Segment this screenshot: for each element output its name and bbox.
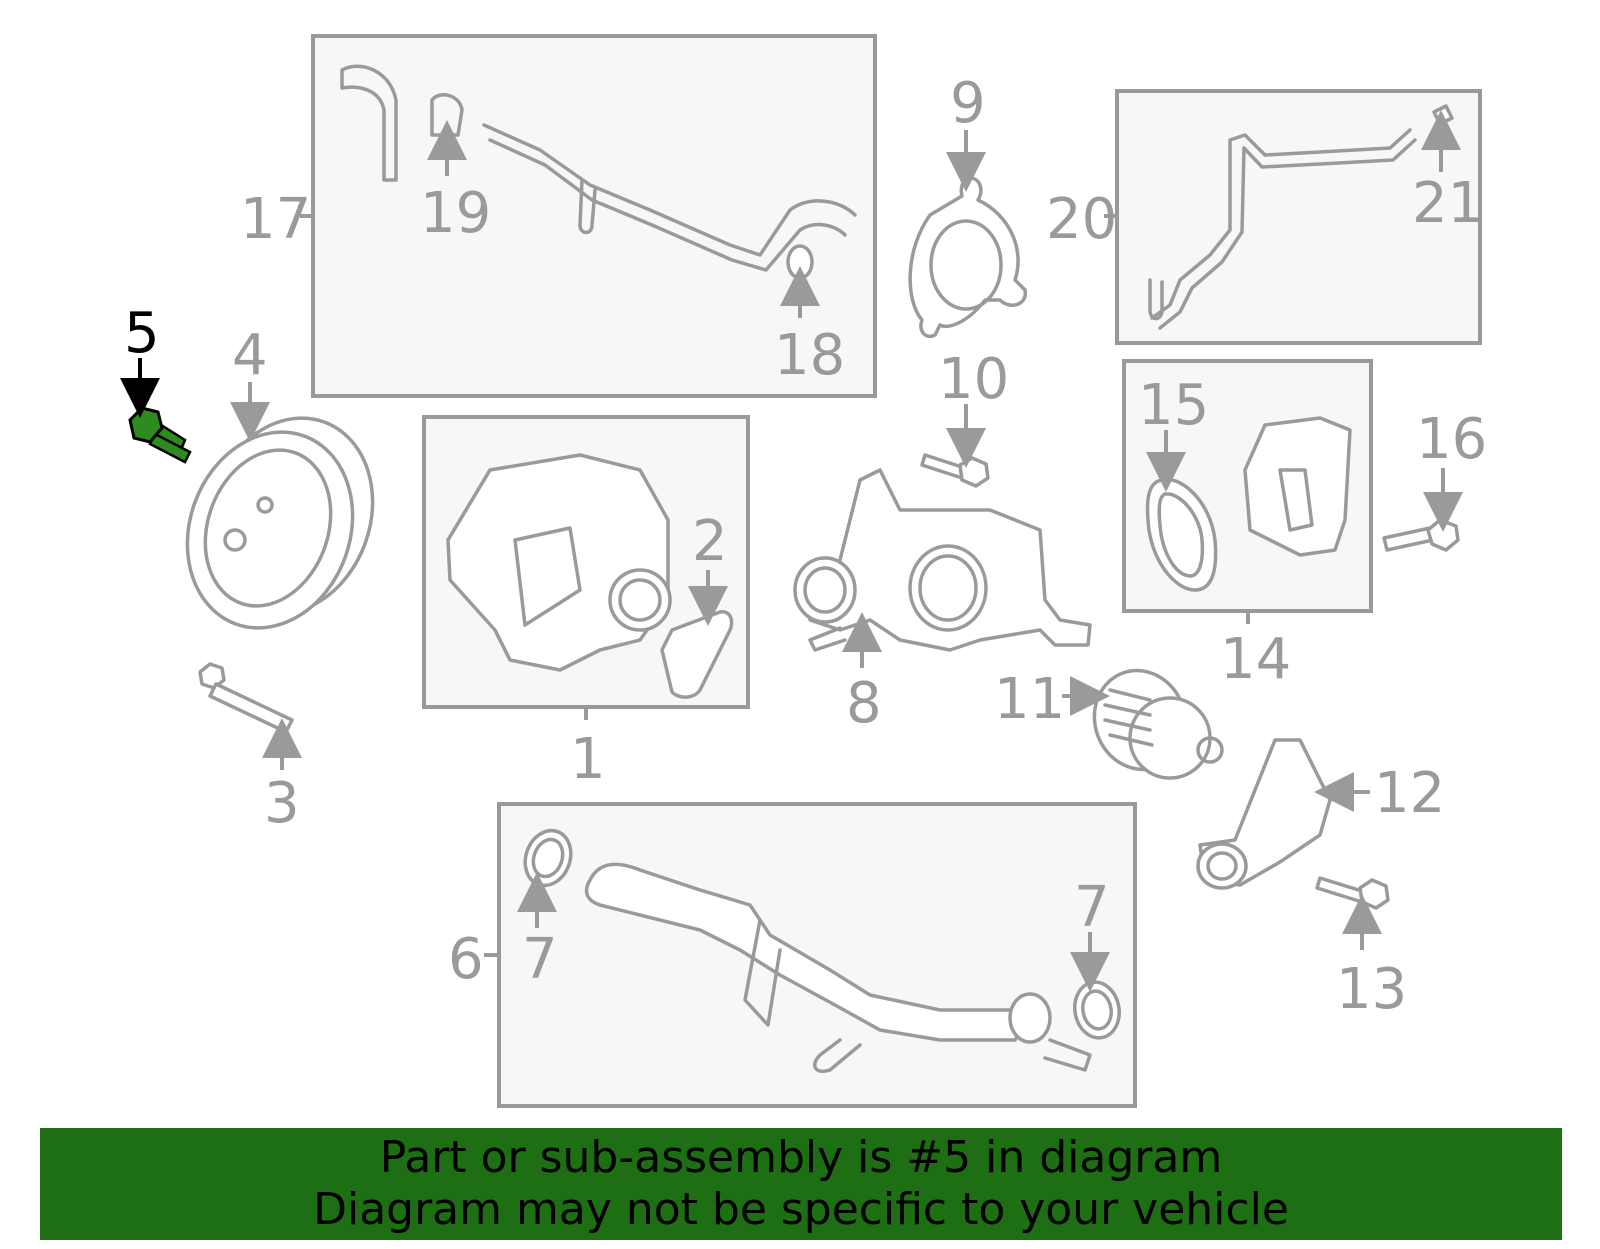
callout-2: 2	[692, 509, 728, 574]
banner-line-disclaimer: Diagram may not be specific to your vehi…	[313, 1184, 1289, 1235]
callout-14: 14	[1220, 627, 1291, 692]
callout-18: 18	[774, 323, 845, 388]
callout-19: 19	[420, 181, 491, 246]
pipe-6	[523, 828, 1121, 1073]
hose-assembly-17	[340, 64, 857, 280]
gasket-9	[908, 176, 1027, 338]
callout-10: 10	[938, 347, 1009, 412]
pulley-4	[185, 416, 375, 630]
bolt-3	[198, 662, 294, 734]
bolt-13	[1315, 876, 1390, 910]
info-banner: Part or sub-assembly is #5 in diagram Di…	[40, 1128, 1562, 1240]
banner-line-part: Part or sub-assembly is #5 in diagram	[379, 1132, 1223, 1183]
callout-9: 9	[950, 71, 986, 136]
callout-5: 5	[124, 301, 160, 366]
bolt-10	[920, 453, 990, 488]
callout-13: 13	[1336, 957, 1407, 1022]
callout-12: 12	[1374, 761, 1445, 826]
group-box-20	[1115, 89, 1482, 345]
callout-17: 17	[240, 187, 311, 252]
callout-15: 15	[1138, 373, 1209, 438]
callout-4: 4	[232, 323, 268, 388]
thermostat-housing-8	[793, 468, 1092, 652]
water-outlet-12	[1196, 738, 1332, 890]
callout-11: 11	[994, 667, 1065, 732]
callout-3: 3	[264, 771, 300, 836]
callout-16: 16	[1416, 407, 1487, 472]
callout-6: 6	[448, 927, 484, 992]
bolt-16	[1382, 518, 1460, 552]
callout-21: 21	[1412, 171, 1483, 236]
thermostat-cover-14	[1145, 416, 1352, 592]
callout-1: 1	[570, 727, 606, 792]
callout-7b: 7	[1074, 875, 1110, 940]
callout-7a: 7	[522, 927, 558, 992]
callout-20: 20	[1046, 187, 1117, 252]
thermostat-11	[1092, 668, 1224, 780]
callout-8: 8	[846, 671, 882, 736]
bolt-5-highlighted	[128, 406, 192, 464]
